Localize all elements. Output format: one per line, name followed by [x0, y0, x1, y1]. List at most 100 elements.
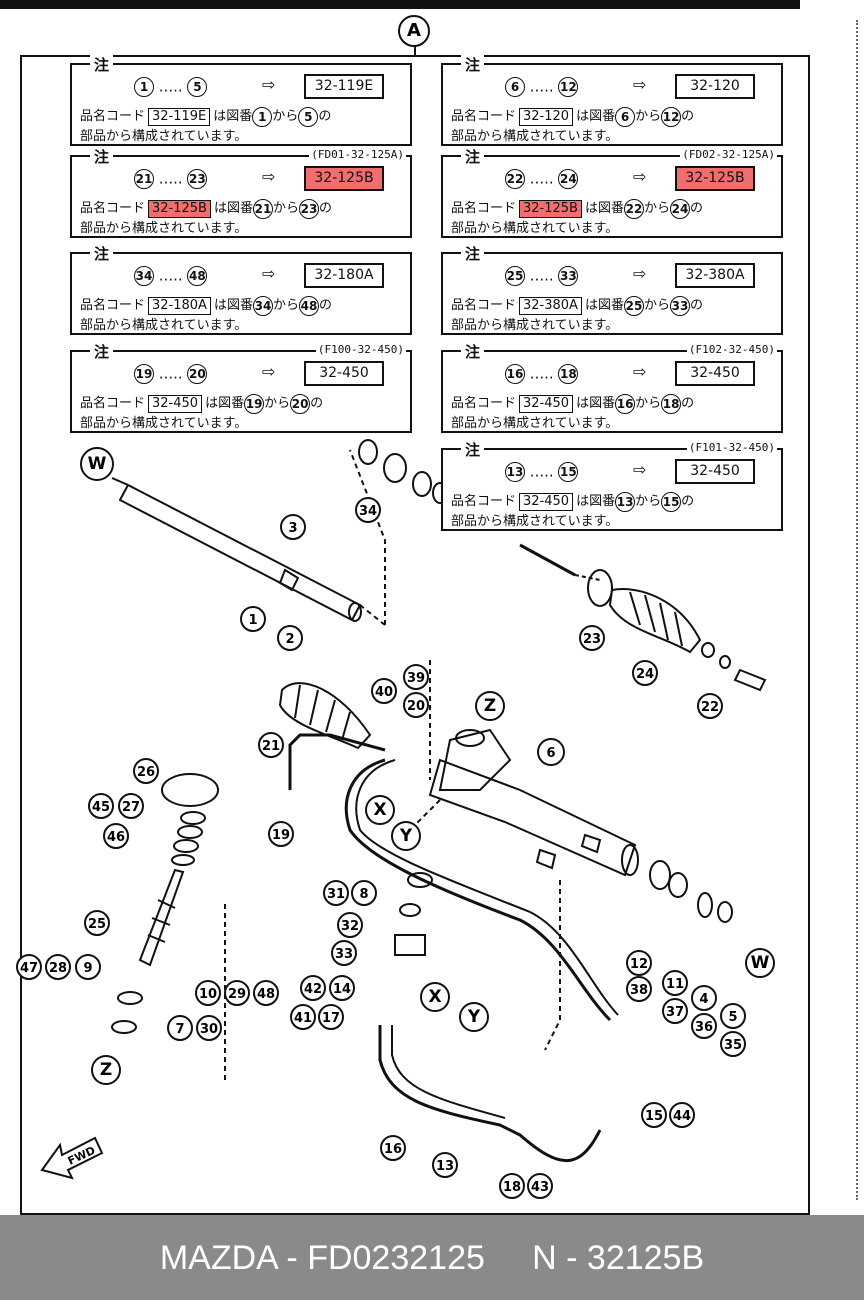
callout-7: 7	[167, 1015, 193, 1041]
callout-label: 7	[175, 1022, 184, 1037]
note-tag: 注	[461, 243, 485, 264]
callout-label: 1	[248, 613, 257, 628]
note-tag: 注	[90, 243, 114, 264]
part-number-box: 32-120	[675, 74, 755, 99]
callout-17: 17	[318, 1004, 344, 1030]
callout-label: 8	[359, 887, 368, 902]
callout-label: 27	[122, 800, 140, 815]
callout-12: 12	[626, 950, 652, 976]
callout-29: 29	[224, 980, 250, 1006]
callout-label: 20	[407, 699, 425, 714]
callout-37: 37	[662, 998, 688, 1024]
callout-25: 25	[84, 910, 110, 936]
part-number-box: 32-119E	[304, 74, 384, 99]
callout-15: 15	[641, 1102, 667, 1128]
callout-label: 14	[333, 982, 351, 997]
callout-label: 46	[107, 830, 125, 845]
callout-label: 23	[583, 632, 601, 647]
callout-19: 19	[268, 821, 294, 847]
arrow-icon: ⇨	[633, 75, 647, 94]
callout-label: 4	[699, 992, 708, 1007]
range-to: 5	[187, 77, 208, 97]
callout-30: 30	[196, 1015, 222, 1041]
view-marker-a: A	[398, 15, 430, 47]
callout-label: 11	[666, 977, 684, 992]
callout-label: 13	[436, 1159, 454, 1174]
callout-label: Z	[484, 696, 496, 716]
callout-27: 27	[118, 793, 144, 819]
callout-label: 22	[701, 700, 719, 715]
part-number-box: 32-125B	[675, 166, 755, 191]
callout-label: 6	[546, 746, 555, 761]
note-box: 注 (F101-32-450) 13 ..... 15 ⇨ 32-450 品名コ…	[441, 439, 783, 531]
callout-label: 12	[630, 957, 648, 972]
note-range: 16 ..... 18	[505, 364, 579, 384]
range-from: 16	[505, 364, 525, 384]
callout-45: 45	[88, 793, 114, 819]
part-number-box: 32-450	[675, 361, 755, 386]
callout-label: 15	[645, 1109, 663, 1124]
callout-label: W	[88, 454, 107, 474]
callout-16: 16	[380, 1135, 406, 1161]
callout-20: 20	[403, 692, 429, 718]
note-range: 34 ..... 48	[134, 266, 208, 286]
callout-y: Y	[391, 821, 421, 851]
callout-label: 42	[304, 982, 322, 997]
boot-right	[608, 588, 702, 654]
part-number-box: 32-450	[675, 459, 755, 484]
callout-label: 19	[272, 828, 290, 843]
callout-label: 31	[327, 887, 345, 902]
rack-bar	[118, 483, 362, 622]
callout-w: W	[80, 447, 114, 481]
note-tag: 注	[90, 146, 114, 167]
footer-bar: MAZDA - FD0232125 N - 32125B	[0, 1215, 864, 1300]
range-to: 12	[558, 77, 579, 97]
note-box: 注 (FD01-32-125A) 21 ..... 23 ⇨ 32-125B 品…	[70, 146, 412, 238]
callout-41: 41	[290, 1004, 316, 1030]
range-from: 6	[505, 77, 525, 97]
callout-label: 37	[666, 1005, 684, 1020]
callout-y: Y	[459, 1002, 489, 1032]
part-code: 32-125B	[148, 200, 211, 218]
callout-39: 39	[403, 664, 429, 690]
callout-z: Z	[91, 1055, 121, 1085]
note-range: 22 ..... 24	[505, 169, 579, 189]
callout-31: 31	[323, 880, 349, 906]
callout-47: 47	[16, 954, 42, 980]
callout-4: 4	[691, 985, 717, 1011]
range-from: 34	[134, 266, 154, 286]
arrow-icon: ⇨	[633, 167, 647, 186]
range-to: 23	[187, 169, 208, 189]
callout-label: 2	[285, 632, 294, 647]
part-code: 32-120	[519, 108, 574, 126]
note-range: 21 ..... 23	[134, 169, 208, 189]
note-range: 6 ..... 12	[505, 77, 579, 97]
part-number-box: 32-125B	[304, 166, 384, 191]
callout-3: 3	[280, 514, 306, 540]
range-to: 48	[187, 266, 208, 286]
pinion-shaft	[138, 868, 185, 967]
note-box: 注 (F100-32-450) 19 ..... 20 ⇨ 32-450 品名コ…	[70, 341, 412, 433]
callout-label: 43	[531, 1180, 549, 1195]
footer-prefix: N	[532, 1239, 557, 1277]
callout-label: Y	[467, 1007, 481, 1027]
note-code: (FD02-32-125A)	[680, 148, 777, 161]
part-code: 32-119E	[148, 108, 211, 126]
callout-14: 14	[329, 975, 355, 1001]
callout-label: 30	[200, 1022, 218, 1037]
part-code: 32-450	[148, 395, 203, 413]
callout-label: 34	[359, 504, 377, 519]
callout-label: Y	[399, 826, 413, 846]
callout-label: 39	[407, 671, 425, 686]
callout-28: 28	[45, 954, 71, 980]
callout-label: 29	[228, 987, 246, 1002]
part-code: 32-180A	[148, 297, 211, 315]
callout-label: 3	[288, 521, 297, 536]
callout-6: 6	[537, 738, 565, 766]
